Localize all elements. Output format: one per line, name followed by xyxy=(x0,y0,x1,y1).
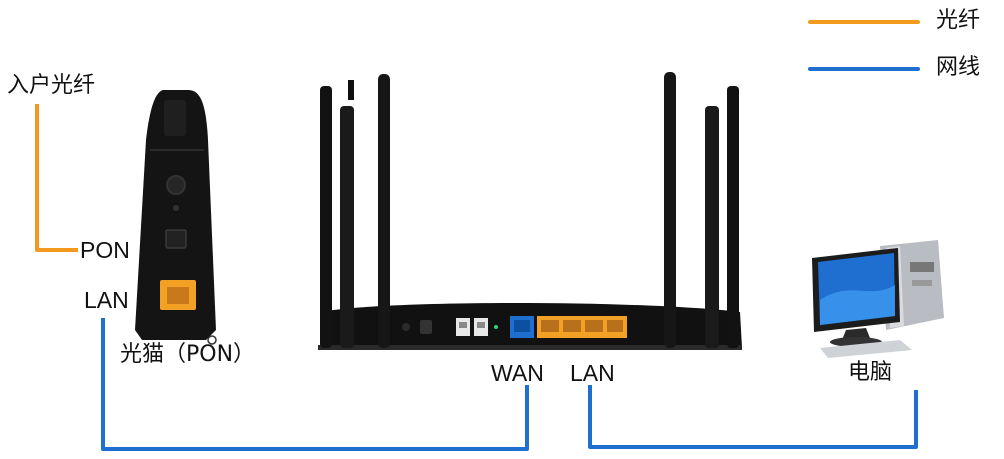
legend-fiber-label: 光纤 xyxy=(936,8,981,33)
legend-cable-label: 网线 xyxy=(936,55,981,80)
cable-modem-to-router xyxy=(101,318,529,451)
optical-modem-icon xyxy=(135,90,217,345)
wireless-router-icon xyxy=(318,72,742,350)
fiber-line xyxy=(35,104,78,252)
incoming-fiber-label: 入户光纤 xyxy=(7,73,96,98)
computer-label: 电脑 xyxy=(848,360,893,385)
modem-lan-label: LAN xyxy=(84,287,129,313)
cable-router-to-computer xyxy=(588,385,918,449)
modem-pon-label: PON xyxy=(80,237,130,263)
router-wan-label: WAN xyxy=(491,360,544,386)
router-lan-label: LAN xyxy=(570,360,615,386)
desktop-computer-icon xyxy=(812,240,944,358)
modem-name-label: 光猫（PON） xyxy=(120,342,256,367)
